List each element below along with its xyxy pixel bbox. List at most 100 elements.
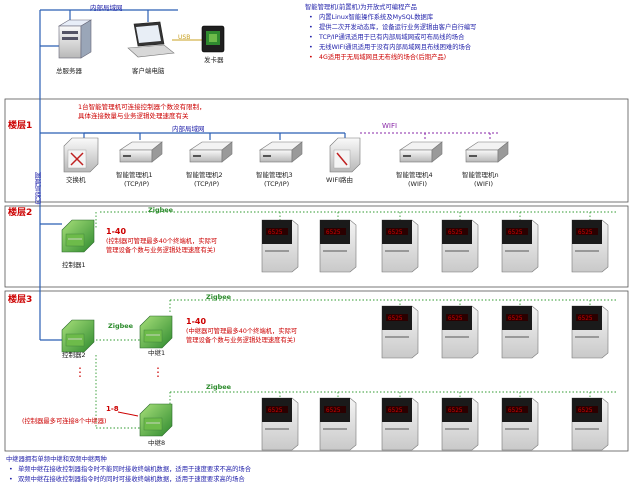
card-issuer-icon: [201, 25, 225, 53]
floor1-label: 楼层1: [8, 121, 33, 131]
feature-notes: 智能管理机(前置机)为开放式可编程产品 内置Linux智能操作系统及MySQL数…: [305, 3, 631, 63]
terminal-f3b-6: [571, 397, 609, 451]
relay-notes-item: 双频中继在接收控制器指令时的同时可接收终端机数据，适用于速度要求高的场合: [6, 475, 366, 485]
floor2-label: 楼层2: [8, 208, 33, 218]
laptop-icon: [127, 21, 175, 58]
terminal-f3a-2: [441, 305, 479, 359]
manager-2-name: 智能管理机2: [186, 171, 223, 179]
controller-dots: ⋮: [74, 365, 86, 379]
notes-item: TCP/IP通讯适用于已有内部局域网或可布局线的场合: [305, 33, 631, 43]
manager-3-name: 智能管理机3: [256, 171, 293, 179]
zigbee-lines: [95, 211, 618, 429]
relay-notes-heading: 中继器拥有单频中继和双频中继两种: [6, 456, 107, 463]
manager-icon-3: [259, 141, 303, 163]
floor1-lan-label: 内部局域网: [172, 125, 205, 133]
wifi-router-icon: [329, 137, 361, 173]
floor3-range: 1-40: [186, 317, 207, 326]
floor1-panel: [4, 98, 629, 203]
terminal-display: 6525: [268, 407, 283, 414]
terminal-display: 6525: [448, 229, 463, 236]
terminal-f3b-1: [261, 397, 299, 451]
floor2-note-line2: 管理设备个数与业务逻辑处理速度有关): [106, 247, 216, 254]
floor3-note-line1: (中继器可管理最多40个终端机，实际可: [186, 328, 298, 335]
server-icon: [57, 19, 93, 59]
manager-n-mode: (WIFI): [474, 180, 494, 188]
manager-n-name: 智能管理机n: [462, 171, 499, 179]
card-issuer-label: 发卡器: [204, 56, 224, 64]
terminal-display: 6525: [326, 229, 341, 236]
manager-icon-n: [465, 141, 509, 163]
terminal-f2-5: [501, 219, 539, 273]
terminal-display: 6525: [388, 315, 403, 322]
terminal-f3b-5: [501, 397, 539, 451]
floor3-panel: [4, 290, 629, 452]
terminal-display: 6525: [448, 407, 463, 414]
terminal-display: 6525: [388, 407, 403, 414]
controller1-icon: [61, 219, 95, 253]
terminal-f3b-4: [441, 397, 479, 451]
manager-1-name: 智能管理机1: [116, 171, 153, 179]
terminal-display: 6525: [578, 229, 593, 236]
switch-icon: [63, 137, 99, 173]
floor2-note-line1: (控制器可管理最多40个终端机，实际可: [106, 238, 218, 245]
top-lan-label: 内部局域网: [90, 4, 123, 12]
floor2-range: 1-40: [106, 227, 127, 236]
terminal-f2-2: [319, 219, 357, 273]
terminal-f2-6: [571, 219, 609, 273]
terminal-f2-4: [441, 219, 479, 273]
terminal-f3a-4: [571, 305, 609, 359]
floor3-zigbee-c: Zigbee: [206, 383, 232, 391]
manager-1-mode: (TCP/IP): [124, 180, 150, 188]
floor3-label: 楼层3: [8, 295, 33, 305]
relay-arrow: [117, 411, 139, 417]
terminal-display: 6525: [326, 407, 341, 414]
relay-notes: 中继器拥有单频中继和双频中继两种 单频中继在接收控制器指令时不能同时接收终端机数…: [6, 455, 366, 485]
floor1-wifi-label: WIFI: [382, 122, 398, 130]
manager-2-mode: (TCP/IP): [194, 180, 220, 188]
controller2-label: 控制器2: [62, 351, 86, 359]
wifi-lines: [360, 132, 500, 140]
relay8-icon: [139, 403, 173, 437]
manager-3-mode: (TCP/IP): [264, 180, 290, 188]
terminal-display: 6525: [508, 407, 523, 414]
notes-item: 内置Linux智能操作系统及MySQL数据库: [305, 13, 631, 23]
relay-note: (控制器最多可连接8个中继器): [22, 418, 107, 425]
server-label: 总服务器: [56, 67, 82, 75]
terminal-f3b-3: [381, 397, 419, 451]
terminal-f3a-3: [501, 305, 539, 359]
terminal-display: 6525: [388, 229, 403, 236]
terminal-display: 6525: [268, 229, 283, 236]
relay-range: 1-8: [106, 405, 119, 413]
notes-item: 提供二次开发动态库，设备运行业务逻辑由客户自行编写: [305, 23, 631, 33]
terminal-f2-3: [381, 219, 419, 273]
floor2-zigbee-label: Zigbee: [148, 206, 174, 214]
notes-heading: 智能管理机(前置机)为开放式可编程产品: [305, 4, 417, 11]
manager-icon-4: [399, 141, 443, 163]
usb-label: USB: [178, 34, 191, 41]
vertical-lan-label: 内部局域网: [35, 172, 43, 205]
manager-4-mode: (WIFI): [408, 180, 428, 188]
terminal-f2-1: [261, 219, 299, 273]
relay-notes-item: 单频中继在接收控制器指令时不能同时接收终端机数据，适用于速度要求不高的场合: [6, 465, 366, 475]
floor3-zigbee-a: Zigbee: [206, 293, 232, 301]
relay8-label: 中继8: [148, 439, 166, 447]
floor3-note-line2: 管理设备个数与业务逻辑处理速度有关): [186, 337, 296, 344]
relay-dots: ⋮: [152, 365, 164, 379]
terminal-display: 6525: [578, 407, 593, 414]
wifi-router-label: WIFI路由: [326, 176, 353, 184]
terminal-f3a-1: [381, 305, 419, 359]
floor2-panel: [4, 205, 629, 288]
terminal-display: 6525: [578, 315, 593, 322]
terminal-display: 6525: [448, 315, 463, 322]
client-label: 客户端电脑: [132, 67, 165, 75]
controller1-label: 控制器1: [62, 261, 86, 269]
switch-label: 交换机: [66, 176, 86, 184]
relay1-label: 中继1: [148, 349, 166, 357]
notes-item: 无线WIFI通讯适用于没有内部局域网且布线困难的场合: [305, 43, 631, 53]
manager-4-name: 智能管理机4: [396, 171, 433, 179]
manager-icon-1: [119, 141, 163, 163]
terminal-display: 6525: [508, 315, 523, 322]
floor3-zigbee-b: Zigbee: [108, 322, 134, 330]
relay1-icon: [139, 315, 173, 349]
terminal-f3b-2: [319, 397, 357, 451]
